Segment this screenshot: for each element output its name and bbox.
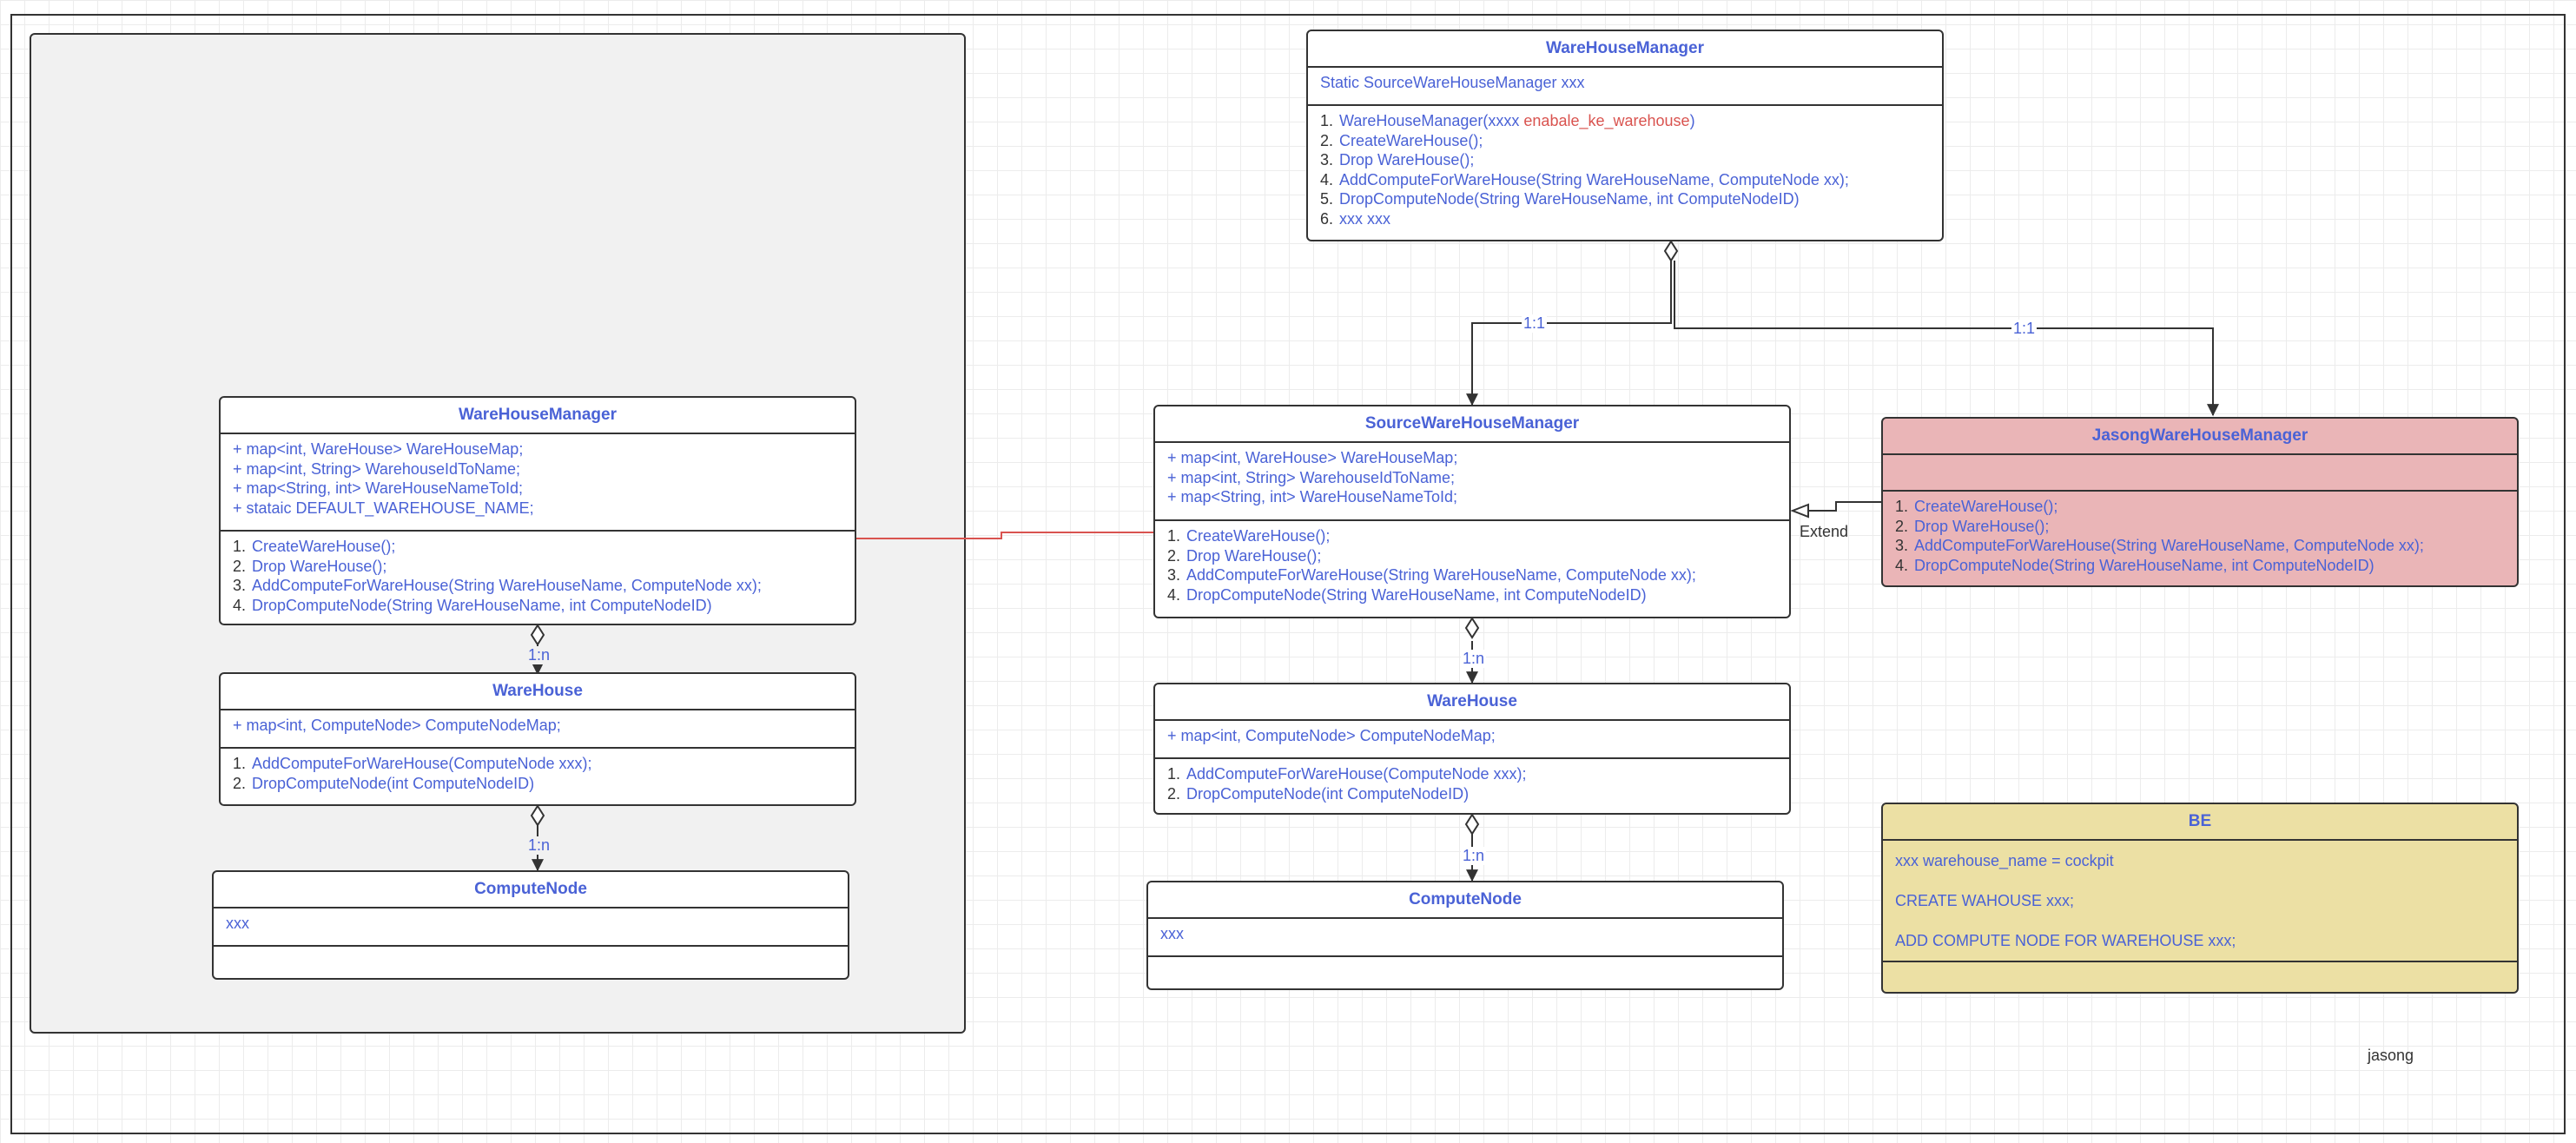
method: 1.WareHouseManager(xxxx enabale_ke_wareh… (1320, 112, 1695, 129)
method: 1.CreateWareHouse(); (1895, 498, 2058, 515)
mid-computenode-class[interactable]: ComputeNode xxx (1146, 881, 1784, 990)
method: 4.DropComputeNode(String WareHouseName, … (1895, 556, 2375, 574)
field: + map<int, ComputeNode> ComputeNodeMap; (233, 717, 561, 734)
method: 3.Drop WareHouse(); (1320, 151, 1475, 168)
method: 2.Drop WareHouse(); (233, 557, 387, 575)
left-warehouse-class[interactable]: WareHouse + map<int, ComputeNode> Comput… (219, 672, 856, 806)
field: + map<int, ComputeNode> ComputeNodeMap; (1167, 727, 1496, 744)
mid-aggregation-source-warehouse (1464, 617, 1480, 684)
label-mid-source-warehouse: 1:n (1461, 650, 1487, 668)
source-warehousemanager-class[interactable]: SourceWareHouseManager + map<int, WareHo… (1153, 405, 1791, 618)
be-line: CREATE WAHOUSE xxx; (1895, 892, 2075, 909)
methods-section: 1.AddComputeForWareHouse(ComputeNode xxx… (221, 749, 855, 798)
fields-section: + map<int, WareHouse> WareHouseMap; + ma… (1155, 443, 1789, 521)
top-aggregation-links (1466, 240, 2219, 417)
class-title: JasongWareHouseManager (1883, 419, 2517, 455)
be-empty-section (1883, 962, 2517, 973)
class-title: WareHouseManager (1308, 31, 1942, 68)
class-title: BE (1883, 804, 2517, 841)
methods-section: 1.WareHouseManager(xxxx enabale_ke_wareh… (1308, 106, 1942, 234)
author-label: jasong (2368, 1047, 2414, 1064)
label-left-manager-warehouse: 1:n (526, 646, 552, 664)
field: + map<int, WareHouse> WareHouseMap; (1167, 449, 1458, 466)
label-extend: Extend (1800, 523, 1849, 540)
method: 2.DropComputeNode(int ComputeNodeID) (233, 774, 535, 792)
method: 6.xxx xxx (1320, 209, 1391, 228)
top-warehousemanager-class[interactable]: WareHouseManager Static SourceWareHouseM… (1306, 30, 1944, 241)
fields-section: Static SourceWareHouseManager xxx (1308, 68, 1942, 106)
field: xxx (226, 915, 249, 932)
method: 4.DropComputeNode(String WareHouseName, … (1167, 585, 1647, 604)
fields-section (1883, 455, 2517, 492)
method: 3.AddComputeForWareHouse(String WareHous… (1167, 566, 1696, 584)
method: 2.CreateWareHouse(); (1320, 131, 1483, 149)
class-title: ComputeNode (214, 872, 848, 908)
field: + stataic DEFAULT_WAREHOUSE_NAME; (233, 499, 534, 517)
fields-section: + map<int, WareHouse> WareHouseMap; + ma… (221, 434, 855, 532)
method: 4.AddComputeForWareHouse(String WareHous… (1320, 170, 1849, 188)
label-mid-warehouse-computenode: 1:n (1461, 847, 1487, 865)
fields-section: xxx (214, 908, 848, 947)
method: 3.AddComputeForWareHouse(String WareHous… (1895, 537, 2424, 554)
left-warehousemanager-class[interactable]: WareHouseManager + map<int, WareHouse> W… (219, 396, 856, 625)
methods-section: 1.AddComputeForWareHouse(ComputeNode xxx… (1155, 759, 1789, 809)
fields-section: + map<int, ComputeNode> ComputeNodeMap; (221, 710, 855, 749)
be-line: xxx warehouse_name = cockpit (1895, 852, 2114, 869)
be-line: ADD COMPUTE NODE FOR WAREHOUSE xxx; (1895, 932, 2236, 949)
method: 1.AddComputeForWareHouse(ComputeNode xxx… (233, 755, 592, 772)
method: 3.AddComputeForWareHouse(String WareHous… (233, 577, 762, 594)
field: Static SourceWareHouseManager xxx (1320, 74, 1585, 91)
red-link-left-to-source (856, 532, 1155, 539)
method: 1.CreateWareHouse(); (1167, 527, 1331, 545)
left-computenode-class[interactable]: ComputeNode xxx (212, 870, 849, 980)
method: 2.Drop WareHouse(); (1167, 546, 1322, 565)
field: + map<int, String> WarehouseIdToName; (233, 459, 521, 478)
field: + map<String, int> WareHouseNameToId; (233, 479, 523, 497)
method: 2.Drop WareHouse(); (1895, 517, 2050, 535)
method: 5.DropComputeNode(String WareHouseName, … (1320, 190, 1800, 208)
methods-section (214, 947, 848, 957)
jasong-warehousemanager-class[interactable]: JasongWareHouseManager 1.CreateWareHouse… (1881, 417, 2519, 587)
method: 1.AddComputeForWareHouse(ComputeNode xxx… (1167, 765, 1527, 783)
class-title: ComputeNode (1148, 882, 1782, 919)
mid-warehouse-class[interactable]: WareHouse + map<int, ComputeNode> Comput… (1153, 683, 1791, 815)
methods-section: 1.CreateWareHouse(); 2.Drop WareHouse();… (1155, 521, 1789, 610)
methods-section: 1.CreateWareHouse(); 2.Drop WareHouse();… (221, 532, 855, 620)
class-title: WareHouseManager (221, 398, 855, 434)
methods-section: 1.CreateWareHouse(); 2.Drop WareHouse();… (1883, 492, 2517, 580)
class-title: WareHouse (1155, 684, 1789, 721)
method: 1.CreateWareHouse(); (233, 538, 396, 555)
field: xxx (1160, 925, 1184, 942)
class-title: WareHouse (221, 674, 855, 710)
methods-section (1148, 957, 1782, 968)
field: + map<int, WareHouse> WareHouseMap; (233, 440, 524, 458)
class-title: SourceWareHouseManager (1155, 406, 1789, 443)
be-note-box[interactable]: BE xxx warehouse_name = cockpit CREATE W… (1881, 803, 2519, 994)
method: 2.DropComputeNode(int ComputeNodeID) (1167, 784, 1470, 803)
label-top-to-source: 1:1 (1522, 314, 1548, 333)
extend-link-jasong-to-source (1790, 501, 1883, 519)
field: + map<int, String> WarehouseIdToName; (1167, 468, 1456, 486)
fields-section: + map<int, ComputeNode> ComputeNodeMap; (1155, 721, 1789, 759)
method: 4.DropComputeNode(String WareHouseName, … (233, 596, 712, 614)
label-top-to-jasong: 1:1 (2011, 320, 2038, 338)
mid-aggregation-warehouse-computenode (1464, 813, 1480, 882)
be-content-section: xxx warehouse_name = cockpit CREATE WAHO… (1883, 841, 2517, 962)
label-left-warehouse-computenode: 1:n (526, 836, 552, 855)
fields-section: xxx (1148, 919, 1782, 957)
field: + map<String, int> WareHouseNameToId; (1167, 488, 1457, 505)
outer-frame (10, 14, 2566, 1134)
